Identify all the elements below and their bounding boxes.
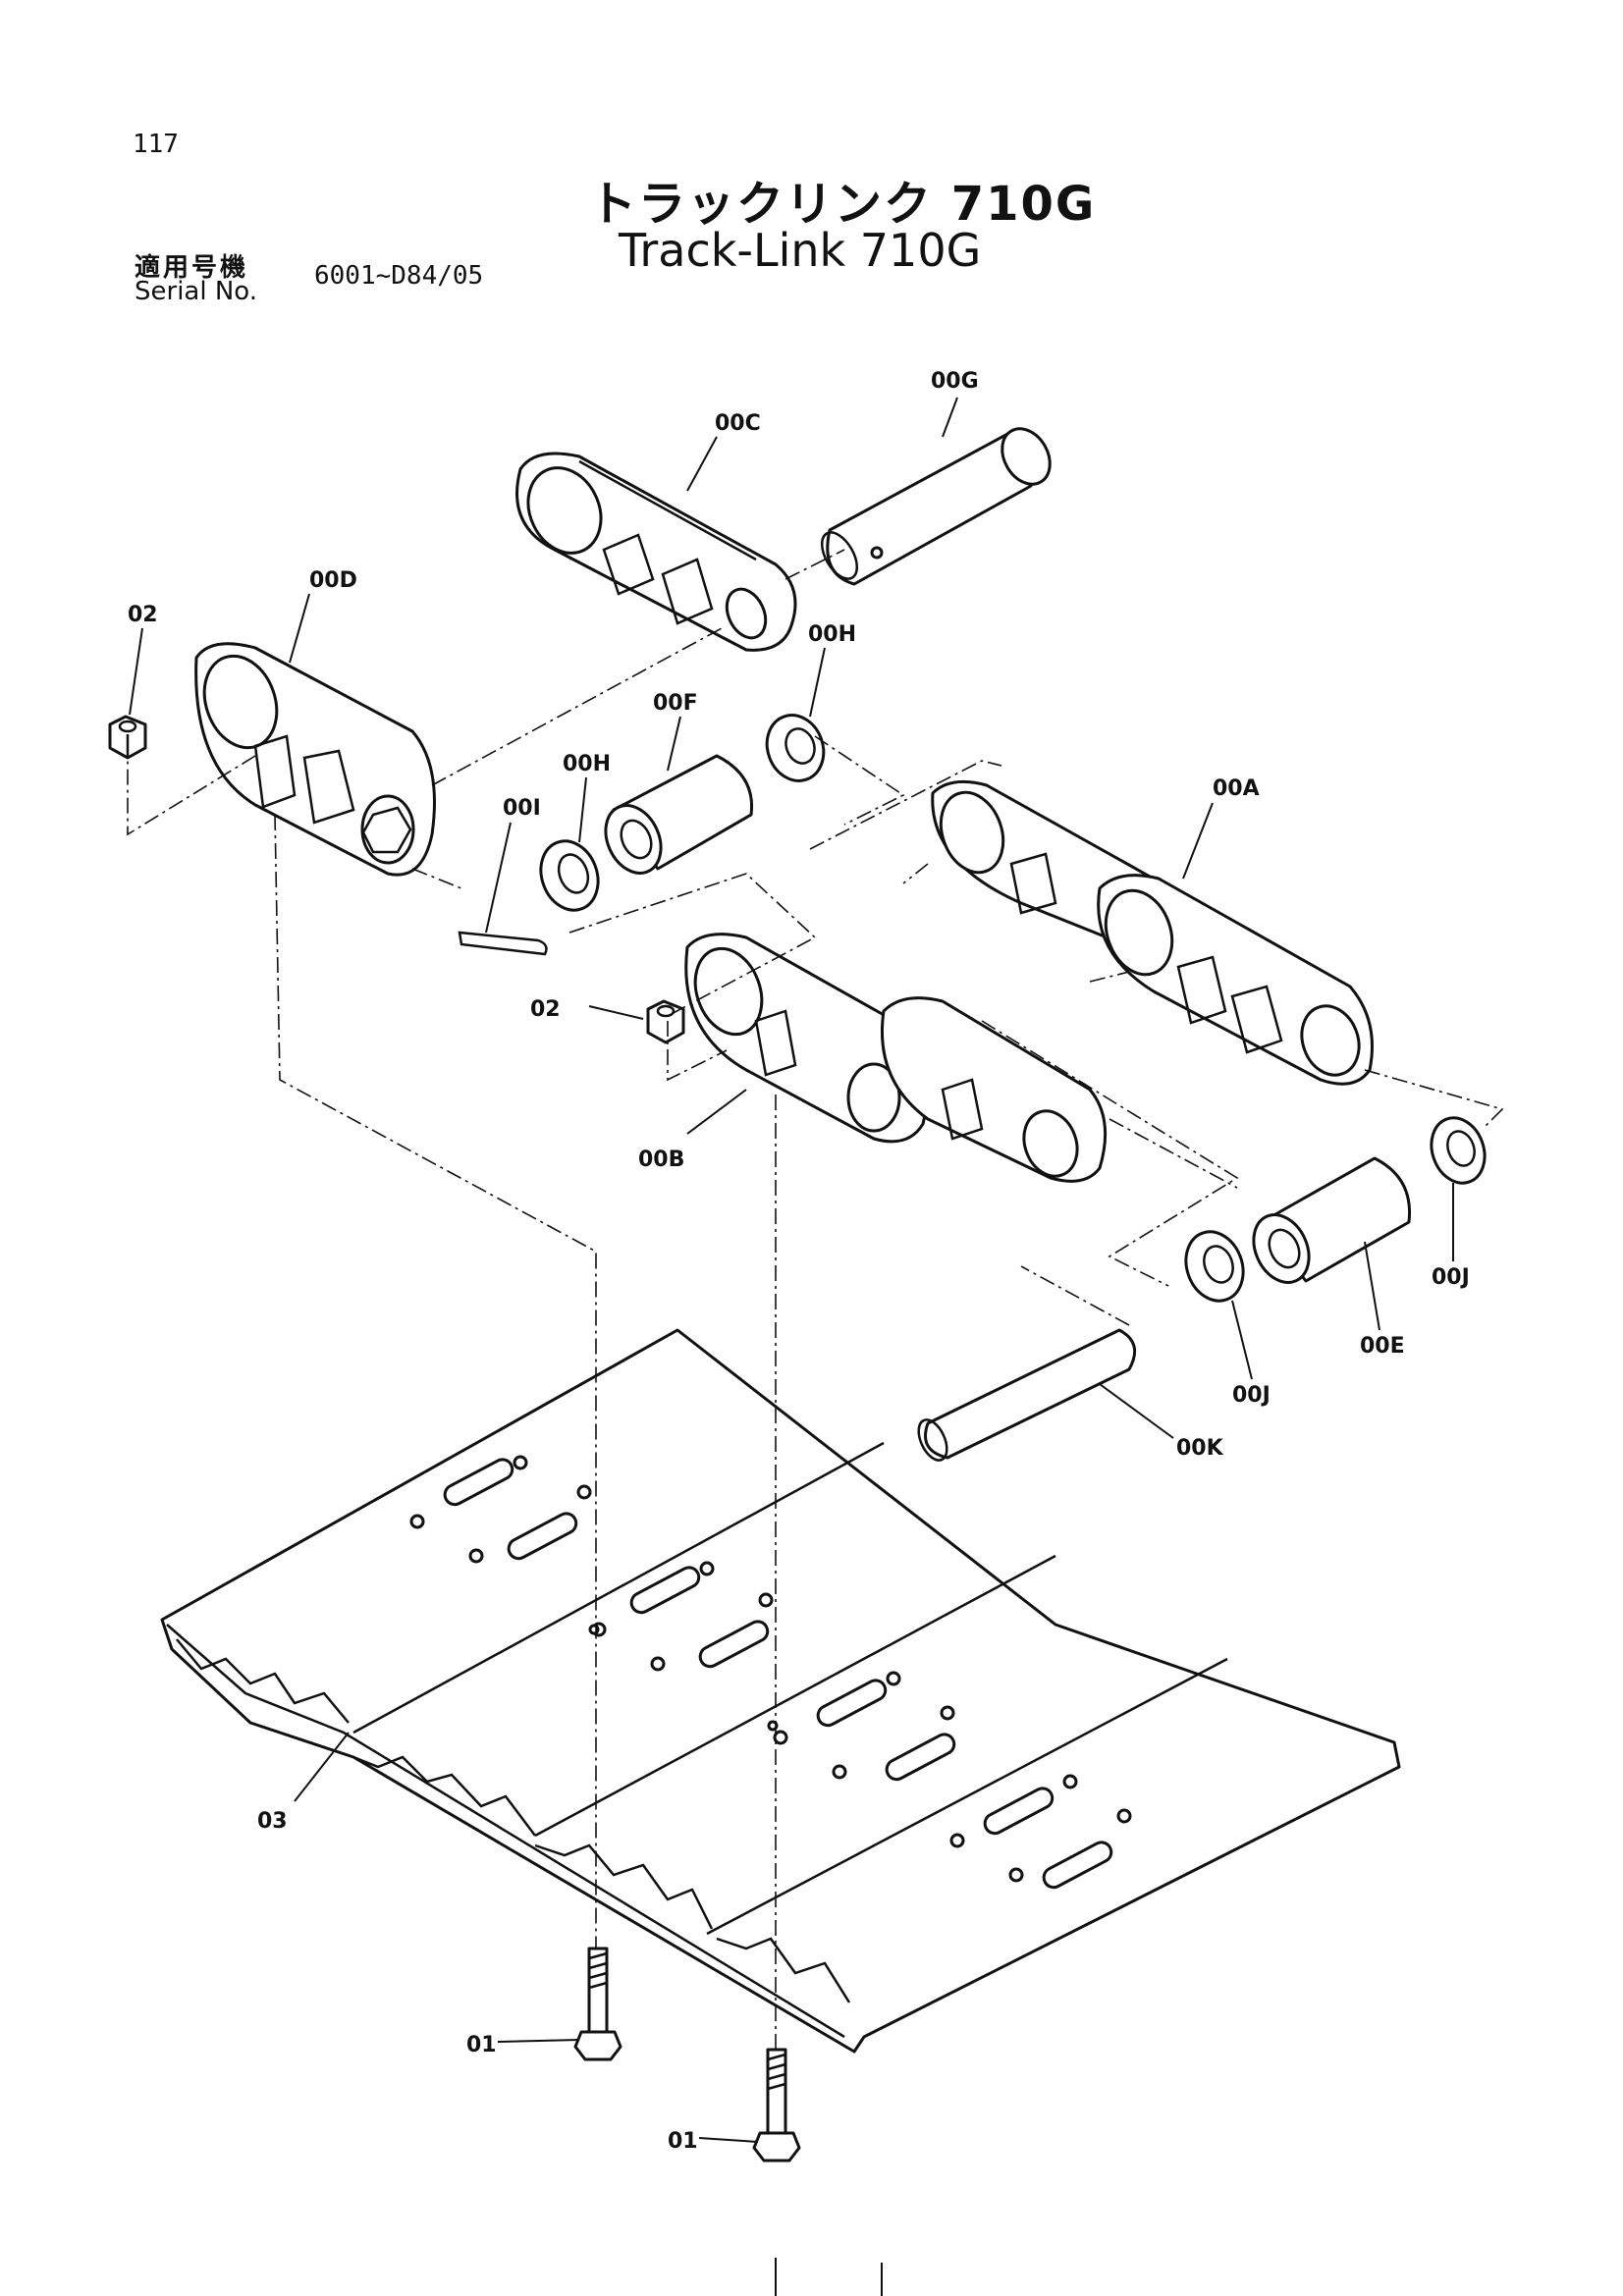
seal-00H-top: [765, 714, 826, 782]
callout-00F: 00F: [653, 691, 698, 716]
title-english: Track-Link 710G: [619, 224, 982, 277]
spring-pin-00I: [458, 931, 548, 956]
link-00C: [515, 452, 797, 652]
title-japanese: トラックリンク 710G: [589, 177, 1097, 232]
seal-00J-right: [1430, 1116, 1487, 1185]
callout-00H-top: 00H: [808, 622, 856, 647]
callout-00I: 00I: [503, 796, 541, 821]
callout-01-left: 01: [466, 2033, 497, 2057]
callout-03: 03: [257, 1809, 288, 1834]
seal-00J-mid: [1184, 1230, 1245, 1303]
serial-label-japanese: 適用号機: [135, 253, 249, 283]
bushing-00F: [604, 754, 754, 875]
serial-label-english: Serial No.: [135, 277, 257, 306]
callout-00K: 00K: [1176, 1436, 1224, 1461]
callout-00C: 00C: [715, 411, 761, 436]
nut-02-mid: [646, 999, 685, 1044]
track-shoes-03: [160, 1328, 1401, 2054]
callout-labels: 00G 00C 00D 02 00H 00F 00H 00I 00A 02 00…: [128, 369, 1470, 2154]
callout-00A: 00A: [1213, 776, 1260, 801]
scan-marks: [775, 2258, 883, 2296]
callout-00B: 00B: [638, 1148, 684, 1172]
nut-02-top: [108, 715, 147, 760]
seal-00H-mid: [539, 839, 600, 912]
callout-00G: 00G: [931, 369, 979, 394]
pin-00K: [917, 1328, 1137, 1462]
callout-00D: 00D: [309, 568, 357, 593]
callout-00H-mid: 00H: [563, 752, 611, 776]
serial-range: 6001~D84/05: [314, 261, 484, 291]
callout-00J-mid: 00J: [1232, 1383, 1271, 1408]
bolt-01-left: [573, 1947, 622, 2061]
callout-00J-right: 00J: [1432, 1265, 1470, 1290]
callout-01-right: 01: [668, 2129, 698, 2154]
callout-02-mid: 02: [530, 997, 561, 1022]
callout-02-top: 02: [128, 603, 158, 627]
link-00D: [194, 642, 436, 877]
leader-lines: [129, 397, 1454, 2143]
assembly-lines: [127, 549, 1504, 2050]
callout-00E: 00E: [1360, 1334, 1405, 1359]
bushing-00E: [1252, 1156, 1412, 1284]
bolt-01-right: [752, 2048, 801, 2163]
link-00B: [684, 933, 1108, 1183]
link-00A: [931, 779, 1374, 1086]
pin-00G: [820, 427, 1052, 586]
page-number: 117: [133, 130, 179, 159]
